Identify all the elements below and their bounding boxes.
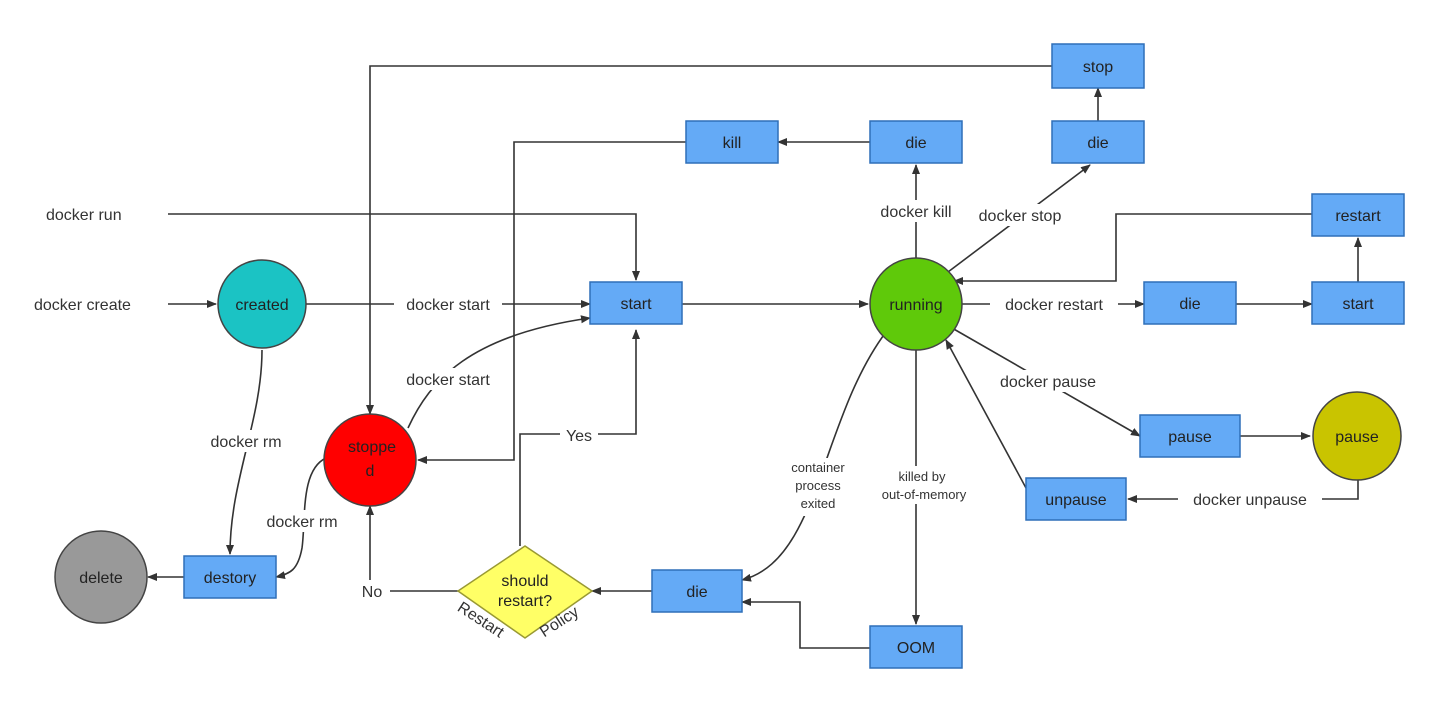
edge-kill-stopped — [417, 141, 686, 464]
svg-text:running: running — [889, 297, 942, 314]
label-yes: Yes — [566, 428, 592, 445]
event-kill[interactable]: kill — [685, 120, 779, 164]
label-docker-stop: docker stop — [979, 208, 1062, 225]
label-docker-rm-created: docker rm — [210, 434, 281, 451]
event-die-exit[interactable]: die — [651, 569, 743, 613]
docker-run-command: docker run — [46, 207, 122, 224]
edge-unpause-running — [945, 339, 1027, 489]
svg-text:OOM: OOM — [897, 640, 935, 657]
event-die-kill[interactable]: die — [869, 120, 963, 164]
edge-labels: docker start docker start docker kill do… — [196, 200, 1322, 602]
svg-text:start: start — [620, 296, 652, 313]
edge-docker-run — [168, 213, 640, 281]
label-container-exited-1: container — [791, 460, 845, 475]
event-die-stop[interactable]: die — [1051, 120, 1145, 164]
svg-text:destory: destory — [204, 570, 256, 587]
edge-restart-running — [953, 213, 1312, 285]
svg-text:created: created — [235, 297, 288, 314]
edge-decision-stopped-no — [366, 505, 458, 592]
svg-text:unpause: unpause — [1045, 492, 1106, 509]
state-pause[interactable]: pause — [1312, 391, 1402, 481]
edges — [147, 65, 1362, 649]
label-container-exited-2: process — [795, 478, 841, 493]
svg-text:pause: pause — [1335, 429, 1379, 446]
label-docker-rm-stopped: docker rm — [266, 514, 337, 531]
svg-text:die: die — [1179, 296, 1200, 313]
event-stop[interactable]: stop — [1051, 43, 1145, 89]
label-docker-start-created: docker start — [406, 297, 490, 314]
edge-stop-stopped — [366, 65, 1052, 415]
svg-text:start: start — [1342, 296, 1374, 313]
svg-text:restart: restart — [1335, 208, 1381, 225]
state-delete[interactable]: delete — [54, 530, 148, 624]
label-container-exited-3: exited — [801, 496, 836, 511]
label-oom-1: killed by — [899, 469, 946, 484]
label-oom-2: out-of-memory — [882, 487, 967, 502]
event-pause[interactable]: pause — [1139, 414, 1241, 458]
state-running[interactable]: running — [869, 257, 963, 351]
svg-text:delete: delete — [79, 570, 123, 587]
edge-stopped-destory — [275, 457, 327, 580]
label-docker-kill: docker kill — [880, 204, 951, 221]
event-restart[interactable]: restart — [1311, 193, 1405, 237]
event-start-main[interactable]: start — [589, 281, 683, 325]
svg-text:pause: pause — [1168, 429, 1212, 446]
event-unpause[interactable]: unpause — [1025, 477, 1127, 521]
label-docker-pause: docker pause — [1000, 374, 1096, 391]
svg-text:kill: kill — [723, 135, 742, 152]
event-die-restart[interactable]: die — [1143, 281, 1237, 325]
svg-text:die: die — [1087, 135, 1108, 152]
state-created[interactable]: created — [217, 259, 307, 349]
label-docker-unpause: docker unpause — [1193, 492, 1307, 509]
svg-text:die: die — [686, 584, 707, 601]
label-no: No — [362, 584, 383, 601]
edge-stopped-start — [407, 315, 591, 429]
svg-text:d: d — [366, 463, 375, 480]
event-start-restart[interactable]: start — [1311, 281, 1405, 325]
decision-should-restart[interactable]: should restart? — [456, 545, 594, 639]
docker-create-command: docker create — [34, 297, 131, 314]
label-docker-restart: docker restart — [1005, 297, 1103, 314]
edge-oom-die — [741, 598, 870, 649]
svg-text:restart?: restart? — [498, 593, 552, 610]
svg-text:should: should — [501, 573, 548, 590]
svg-text:stop: stop — [1083, 59, 1113, 76]
state-stopped[interactable]: stoppe d — [323, 413, 417, 507]
event-oom[interactable]: OOM — [869, 625, 963, 669]
label-docker-start-stopped: docker start — [406, 372, 490, 389]
svg-text:die: die — [905, 135, 926, 152]
edge-running-die-exit — [741, 331, 887, 582]
event-destory[interactable]: destory — [183, 555, 277, 599]
svg-text:stoppe: stoppe — [348, 439, 396, 456]
